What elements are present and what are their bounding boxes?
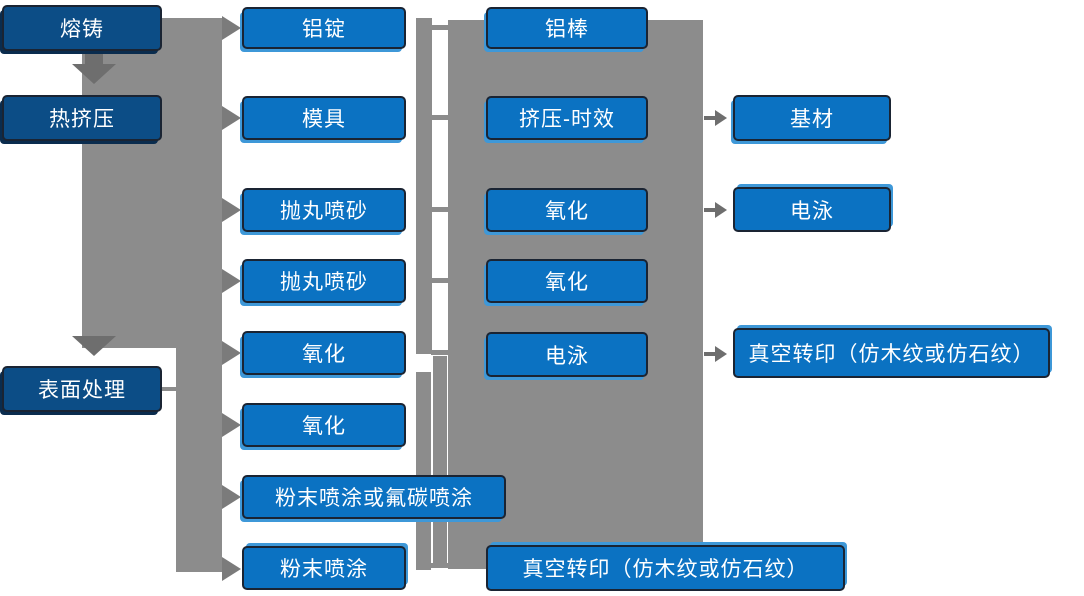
flow-arrow-icon-vacuum: [715, 346, 727, 362]
connector-stub-surface-treatment: [162, 387, 177, 391]
node-powder-or-fluorocarbon-coating: 粉末喷涂或氟碳喷涂: [242, 475, 506, 519]
connector-left-band-lower: [176, 348, 222, 572]
connector-mid-bar-upper: [416, 18, 432, 354]
down-arrow-shaft-icon: [85, 51, 103, 65]
node-vacuum-transfer-print-bottom: 真空转印（仿木纹或仿石纹）: [486, 545, 845, 591]
right-arrowhead-icon-4: [222, 269, 241, 293]
node-aluminum-rod: 铝棒: [486, 7, 648, 49]
flow-arrow-shaft-electrophoresis: [704, 208, 716, 212]
node-electrophoresis-2: 电泳: [733, 187, 891, 232]
connector-stub-row3: [431, 207, 449, 212]
node-aluminum-ingot: 铝锭: [242, 7, 406, 49]
node-oxidation-4: 氧化: [486, 259, 648, 303]
node-surface-treatment: 表面处理: [2, 366, 162, 412]
node-oxidation-1: 氧化: [242, 331, 406, 375]
node-mold: 模具: [242, 96, 406, 140]
node-extrusion-aging: 挤压-时效: [486, 96, 648, 140]
node-shot-blasting-1: 抛丸喷砂: [242, 188, 406, 232]
node-electrophoresis-1: 电泳: [486, 332, 648, 377]
down-arrow-icon-1: [72, 64, 116, 84]
flow-arrow-shaft-vacuum: [704, 352, 716, 356]
flow-arrow-icon-electrophoresis: [715, 202, 727, 218]
down-arrow-icon-2: [72, 336, 116, 356]
connector-stub-row2: [431, 115, 449, 120]
connector-mid-bar-lower-left: [416, 372, 431, 570]
connector-stub-row5: [431, 350, 449, 355]
right-arrowhead-icon-8: [222, 557, 241, 581]
node-shot-blasting-2: 抛丸喷砂: [242, 259, 406, 303]
connector-mid-bar-lower-right: [433, 356, 447, 568]
node-oxidation-2: 氧化: [242, 403, 406, 447]
right-arrowhead-icon-6: [222, 413, 241, 437]
flow-arrow-shaft-substrate: [704, 116, 716, 120]
node-hot-extrusion: 热挤压: [2, 95, 162, 141]
right-arrowhead-icon-1: [222, 16, 241, 40]
connector-stub-row4: [431, 278, 449, 283]
connector-stub-row8: [431, 563, 488, 568]
right-arrowhead-icon-3: [222, 198, 241, 222]
flow-arrow-icon-substrate: [715, 110, 727, 126]
right-arrowhead-icon-7: [222, 485, 241, 509]
connector-stub-row1: [431, 25, 449, 30]
node-oxidation-3: 氧化: [486, 188, 648, 232]
node-substrate: 基材: [733, 95, 891, 141]
node-vacuum-transfer-print-right: 真空转印（仿木纹或仿石纹）: [733, 328, 1050, 378]
right-arrowhead-icon-5: [222, 341, 241, 365]
node-powder-coating: 粉末喷涂: [242, 546, 406, 590]
right-arrowhead-icon-2: [222, 106, 241, 130]
node-melting-casting: 熔铸: [2, 5, 162, 51]
